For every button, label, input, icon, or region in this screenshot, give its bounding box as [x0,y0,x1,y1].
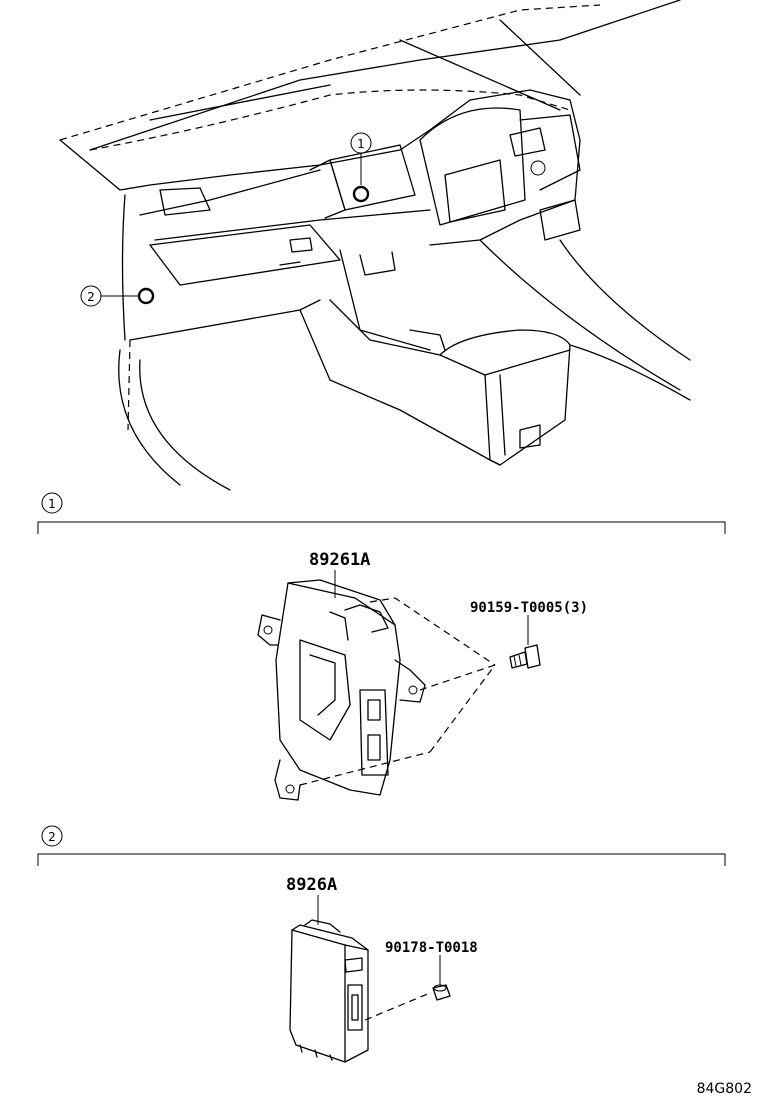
overview-callout-2: 2 [87,290,95,304]
bolt-90159-T0005-illustration [509,644,541,669]
section-1-bracket [37,521,726,534]
module-8926A-illustration [289,919,369,1063]
nut-90178-T0018-illustration [432,984,451,1001]
section-2-index: 2 [48,830,56,844]
module-89261A-illustration [257,579,426,801]
fastener-label-90178-T0018: 90178-T0018 [385,940,478,956]
section-1: 1 89261A [37,492,726,801]
section-2: 2 8926A 90178-T0018 [37,825,726,1063]
section-2-bracket [37,853,726,866]
part-label-89261A: 89261A [309,550,370,570]
part-label-8926A: 8926A [286,875,337,895]
fastener-label-90159-T0005: 90159-T0005(3) [470,600,588,616]
figure-code: 84G802 [697,1081,752,1097]
dashboard-overview-illustration: 1 2 [59,0,691,491]
overview-callout-1: 1 [357,137,365,151]
section-1-index: 1 [48,497,56,511]
